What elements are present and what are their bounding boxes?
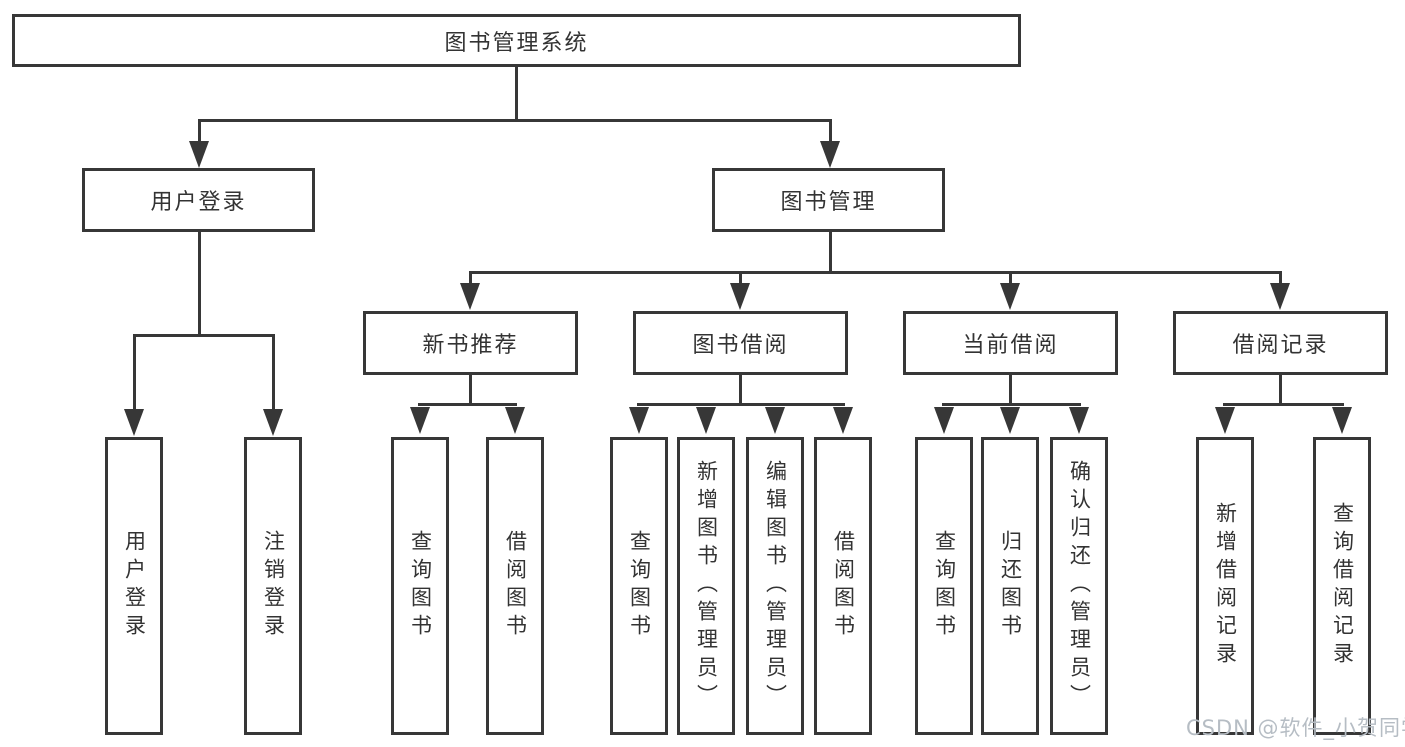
arrow-to-bb-add bbox=[696, 407, 716, 434]
node-user-login: 用户登录 bbox=[82, 168, 315, 232]
node-book-mgmt: 图书管理 bbox=[712, 168, 945, 232]
arrow-to-br-query bbox=[1332, 407, 1352, 434]
node-leaf-bb-borrow: 借阅图书 bbox=[814, 437, 872, 735]
arrow-to-nb-borrow bbox=[505, 407, 525, 434]
node-leaf-cb-query: 查询图书 bbox=[915, 437, 973, 735]
node-leaf-cb-confirm-label: 确认归还（管理员） bbox=[1067, 460, 1092, 712]
arrow-to-book-borrow bbox=[730, 283, 750, 310]
node-leaf-br-query: 查询借阅记录 bbox=[1313, 437, 1371, 735]
arrow-to-cb-query bbox=[934, 407, 954, 434]
node-current-borrow-label: 当前借阅 bbox=[962, 333, 1059, 358]
node-leaf-bb-add: 新增图书（管理员） bbox=[677, 437, 735, 735]
arrow-to-book-mgmt bbox=[820, 141, 840, 168]
connector-current-borrow-bus bbox=[942, 403, 1081, 406]
connector-new-book-bus bbox=[418, 403, 517, 406]
node-leaf-bb-query: 查询图书 bbox=[610, 437, 668, 735]
node-new-book-label: 新书推荐 bbox=[422, 333, 519, 358]
arrow-to-user-login bbox=[189, 141, 209, 168]
node-root-label: 图书管理系统 bbox=[444, 30, 589, 56]
connector-book-mgmt-down bbox=[829, 232, 832, 274]
node-leaf-bb-query-label: 查询图书 bbox=[627, 530, 652, 642]
connector-book-mgmt-stem bbox=[829, 119, 832, 143]
arrow-to-cb-return bbox=[1000, 407, 1020, 434]
node-leaf-nb-query-label: 查询图书 bbox=[408, 530, 433, 642]
node-leaf-cb-return-label: 归还图书 bbox=[998, 530, 1023, 642]
node-book-mgmt-label: 图书管理 bbox=[780, 190, 877, 215]
node-leaf-bb-borrow-label: 借阅图书 bbox=[831, 530, 856, 642]
connector-new-book-down bbox=[469, 375, 472, 406]
node-leaf-bb-edit: 编辑图书（管理员） bbox=[746, 437, 804, 735]
connector-book-borrow-stem bbox=[739, 271, 742, 283]
connector-book-mgmt-bus bbox=[469, 271, 1282, 274]
node-leaf-nb-query: 查询图书 bbox=[391, 437, 449, 735]
arrow-to-bb-borrow bbox=[833, 407, 853, 434]
node-leaf-cb-query-label: 查询图书 bbox=[932, 530, 957, 642]
node-leaf-br-query-label: 查询借阅记录 bbox=[1330, 502, 1355, 670]
node-leaf-br-add-label: 新增借阅记录 bbox=[1213, 502, 1238, 670]
connector-root-stem bbox=[515, 67, 518, 121]
arrow-to-br-add bbox=[1215, 407, 1235, 434]
connector-login-stem bbox=[133, 334, 136, 410]
node-leaf-login-label: 用户登录 bbox=[122, 530, 147, 642]
connector-borrow-record-stem bbox=[1279, 271, 1282, 283]
connector-borrow-record-bus bbox=[1223, 403, 1344, 406]
node-borrow-record-label: 借阅记录 bbox=[1232, 333, 1329, 358]
node-leaf-br-add: 新增借阅记录 bbox=[1196, 437, 1254, 735]
connector-borrow-record-down bbox=[1279, 375, 1282, 406]
node-leaf-bb-edit-label: 编辑图书（管理员） bbox=[763, 460, 788, 712]
connector-book-borrow-down bbox=[739, 375, 742, 406]
arrow-to-borrow-record bbox=[1270, 283, 1290, 310]
arrow-to-login bbox=[124, 409, 144, 436]
connector-current-borrow-down bbox=[1009, 375, 1012, 406]
node-book-borrow: 图书借阅 bbox=[633, 311, 848, 375]
arrow-to-cb-confirm bbox=[1069, 407, 1089, 434]
node-root-library-system: 图书管理系统 bbox=[12, 14, 1021, 67]
node-leaf-cb-return: 归还图书 bbox=[981, 437, 1039, 735]
node-leaf-logout: 注销登录 bbox=[244, 437, 302, 735]
arrow-to-current-borrow bbox=[1000, 283, 1020, 310]
node-leaf-logout-label: 注销登录 bbox=[261, 530, 286, 642]
connector-book-borrow-bus bbox=[637, 403, 845, 406]
arrow-to-nb-query bbox=[410, 407, 430, 434]
connector-user-login-stem bbox=[198, 119, 201, 143]
arrow-to-logout bbox=[263, 409, 283, 436]
connector-new-book-stem bbox=[469, 271, 472, 283]
node-new-book: 新书推荐 bbox=[363, 311, 578, 375]
node-borrow-record: 借阅记录 bbox=[1173, 311, 1388, 375]
node-leaf-bb-add-label: 新增图书（管理员） bbox=[694, 460, 719, 712]
node-leaf-nb-borrow-label: 借阅图书 bbox=[503, 530, 528, 642]
connector-current-borrow-stem bbox=[1009, 271, 1012, 283]
node-leaf-nb-borrow: 借阅图书 bbox=[486, 437, 544, 735]
csdn-watermark: CSDN @软件_小贺同学 bbox=[1186, 716, 1405, 740]
node-book-borrow-label: 图书借阅 bbox=[692, 333, 789, 358]
node-leaf-cb-confirm: 确认归还（管理员） bbox=[1050, 437, 1108, 735]
arrow-to-bb-query bbox=[629, 407, 649, 434]
connector-user-login-bus bbox=[133, 334, 275, 337]
connector-root-bus bbox=[198, 119, 832, 122]
node-user-login-label: 用户登录 bbox=[150, 190, 247, 215]
node-current-borrow: 当前借阅 bbox=[903, 311, 1118, 375]
connector-logout-stem bbox=[272, 334, 275, 410]
arrow-to-bb-edit bbox=[765, 407, 785, 434]
node-leaf-login: 用户登录 bbox=[105, 437, 163, 735]
connector-user-login-down bbox=[198, 232, 201, 336]
arrow-to-new-book bbox=[460, 283, 480, 310]
